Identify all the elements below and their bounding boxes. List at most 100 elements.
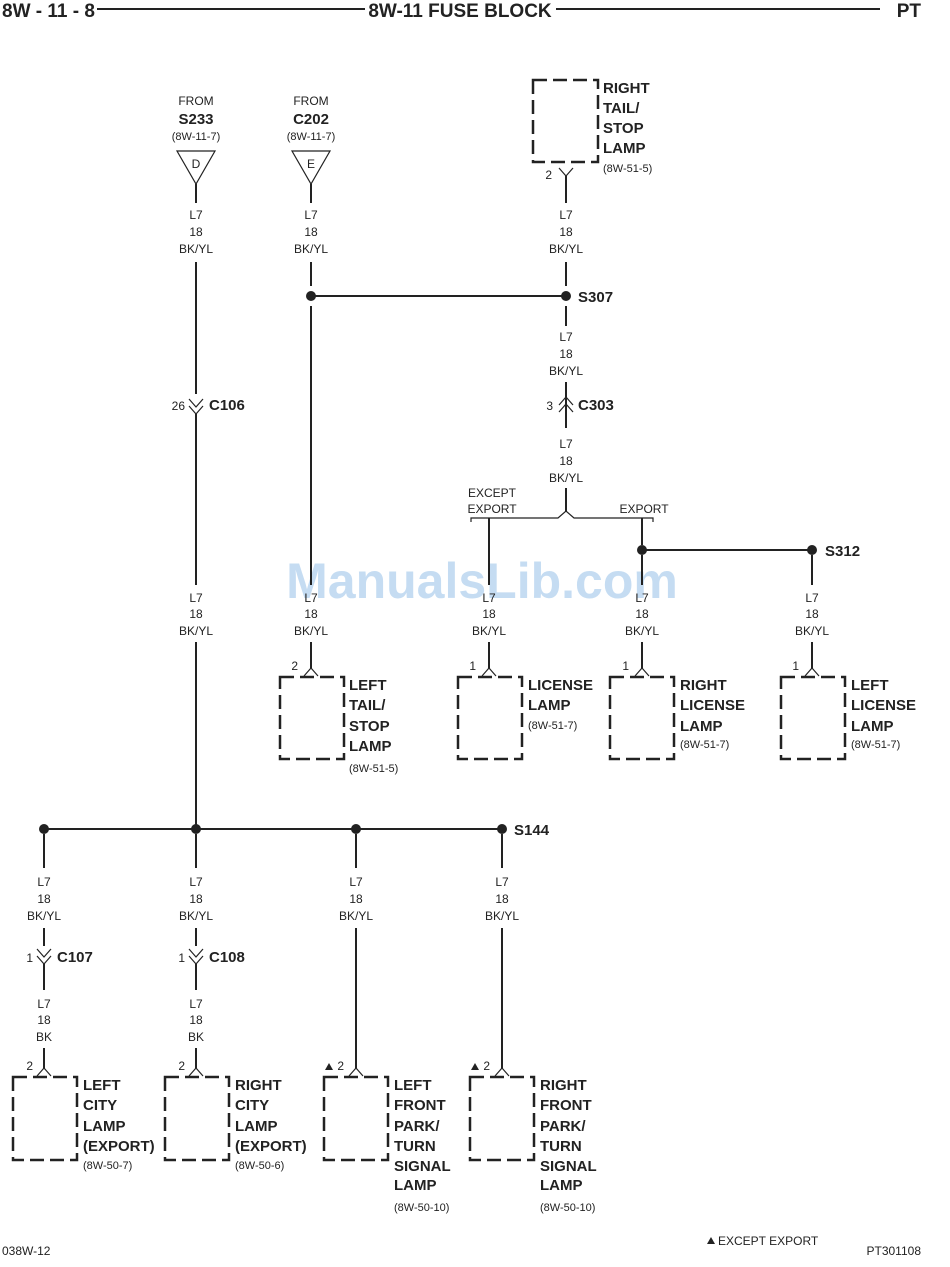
svg-text:L7: L7 xyxy=(495,875,509,889)
component-label: LAMP xyxy=(349,738,392,755)
pin-number: 2 xyxy=(26,1059,33,1073)
component-ref: (8W-50-10) xyxy=(394,1202,449,1214)
svg-text:BK/YL: BK/YL xyxy=(549,471,583,485)
connector-c108: 1 C108 xyxy=(178,948,245,966)
svg-text:18: 18 xyxy=(304,607,318,621)
source-splice-label: S233 xyxy=(178,111,213,128)
component-label: (EXPORT) xyxy=(235,1138,307,1155)
svg-text:BK/YL: BK/YL xyxy=(795,624,829,638)
wire-label-left-front: L7 18 BK/YL xyxy=(339,875,373,923)
svg-text:L7: L7 xyxy=(559,208,573,222)
watermark: ManualsLib.com xyxy=(286,553,678,609)
component-box xyxy=(779,675,847,761)
pin-terminal-icon xyxy=(634,667,650,677)
svg-text:L7: L7 xyxy=(189,875,203,889)
pin-terminal-icon xyxy=(558,167,574,177)
component-label: STOP xyxy=(349,718,390,735)
component-ref: (8W-51-7) xyxy=(851,739,900,751)
svg-text:L7: L7 xyxy=(559,437,573,451)
connector-label: C303 xyxy=(578,397,614,414)
svg-text:BK/YL: BK/YL xyxy=(485,909,519,923)
svg-text:18: 18 xyxy=(189,225,203,239)
svg-text:L7: L7 xyxy=(37,875,51,889)
svg-text:BK/YL: BK/YL xyxy=(472,624,506,638)
connector-c107: 1 C107 xyxy=(26,948,93,966)
document-code: PT301108 xyxy=(867,1244,922,1258)
splice-dot-s144 xyxy=(497,824,507,834)
component-box xyxy=(322,1075,390,1162)
page-number: 8W - 11 - 8 xyxy=(2,1,95,22)
figure-code: 038W-12 xyxy=(2,1244,51,1258)
connector-letter: E xyxy=(307,157,315,171)
wire-label-s307: L7 18 BK/YL xyxy=(549,330,583,378)
source-splice-label: C202 xyxy=(293,111,329,128)
pin-number: 2 xyxy=(178,1059,185,1073)
svg-text:L7: L7 xyxy=(189,208,203,222)
connector-label: C108 xyxy=(209,949,245,966)
pin-terminal-icon xyxy=(804,667,820,677)
pin-number: 2 xyxy=(483,1059,490,1073)
except-export-triangle-icon xyxy=(471,1063,479,1070)
component-label: LAMP xyxy=(528,697,571,714)
svg-text:L7: L7 xyxy=(189,591,203,605)
wire-label-left-license: L7 18 BK/YL xyxy=(795,591,829,638)
component-label: RIGHT xyxy=(235,1077,282,1094)
splice-label-s307: S307 xyxy=(578,289,613,306)
component-right-license-lamp: 1 RIGHT LICENSE LAMP (8W-51-7) xyxy=(608,659,745,761)
component-ref: (8W-51-7) xyxy=(528,720,577,732)
component-box xyxy=(278,675,346,761)
page-title: 8W-11 FUSE BLOCK xyxy=(368,1,552,22)
pin-terminal-icon xyxy=(348,1067,364,1077)
component-left-license-lamp: 1 LEFT LICENSE LAMP (8W-51-7) xyxy=(779,659,916,761)
component-label: LEFT xyxy=(349,677,387,694)
svg-text:BK/YL: BK/YL xyxy=(294,242,328,256)
svg-text:18: 18 xyxy=(37,892,51,906)
splice-dot xyxy=(306,291,316,301)
component-label: LAMP xyxy=(851,718,894,735)
svg-text:18: 18 xyxy=(189,1013,203,1027)
component-label: CITY xyxy=(83,1097,117,1114)
component-right-front-park-turn-lamp: 2 RIGHT FRONT PARK/ TURN SIGNAL LAMP (8W… xyxy=(468,1059,597,1214)
wire-label-right-front: L7 18 BK/YL xyxy=(485,875,519,923)
component-label: LICENSE xyxy=(680,697,745,714)
pin-number: 2 xyxy=(337,1059,344,1073)
splice-dot-s312 xyxy=(807,545,817,555)
connector-label: C107 xyxy=(57,949,93,966)
svg-text:L7: L7 xyxy=(482,591,496,605)
svg-text:BK: BK xyxy=(36,1030,52,1044)
splice-label-s144: S144 xyxy=(514,822,550,839)
svg-text:18: 18 xyxy=(189,892,203,906)
component-box xyxy=(11,1075,79,1162)
svg-text:BK/YL: BK/YL xyxy=(179,624,213,638)
pin-number: 2 xyxy=(545,168,552,182)
pin-number: 1 xyxy=(26,951,33,965)
pin-terminal-icon xyxy=(303,667,319,677)
component-box xyxy=(608,675,676,761)
svg-text:L7: L7 xyxy=(304,208,318,222)
component-license-lamp: 1 LICENSE LAMP (8W-51-7) xyxy=(456,659,593,761)
component-label: TAIL/ xyxy=(603,100,640,117)
component-left-city-lamp: 2 LEFT CITY LAMP (EXPORT) (8W-50-7) xyxy=(11,1059,155,1172)
svg-text:18: 18 xyxy=(304,225,318,239)
source-s233: FROM S233 (8W-11-7) D xyxy=(172,94,220,186)
connector-icon xyxy=(558,396,574,406)
connector-icon xyxy=(36,948,52,958)
connector-icon xyxy=(188,398,204,408)
component-label: FRONT xyxy=(394,1097,446,1114)
component-ref: (8W-50-7) xyxy=(83,1160,132,1172)
svg-text:BK/YL: BK/YL xyxy=(549,364,583,378)
component-box xyxy=(468,1075,536,1162)
component-label: LAMP xyxy=(394,1177,437,1194)
svg-text:18: 18 xyxy=(559,454,573,468)
except-export-legend-icon xyxy=(707,1237,715,1244)
connector-label: C106 xyxy=(209,397,245,414)
off-page-connector-icon xyxy=(290,150,332,186)
component-label: (EXPORT) xyxy=(83,1138,155,1155)
component-label: SIGNAL xyxy=(540,1158,597,1175)
wire-label-d: L7 18 BK/YL xyxy=(179,208,213,256)
component-label: LAMP xyxy=(83,1118,126,1135)
component-label: LEFT xyxy=(83,1077,121,1094)
svg-text:18: 18 xyxy=(805,607,819,621)
svg-text:L7: L7 xyxy=(559,330,573,344)
